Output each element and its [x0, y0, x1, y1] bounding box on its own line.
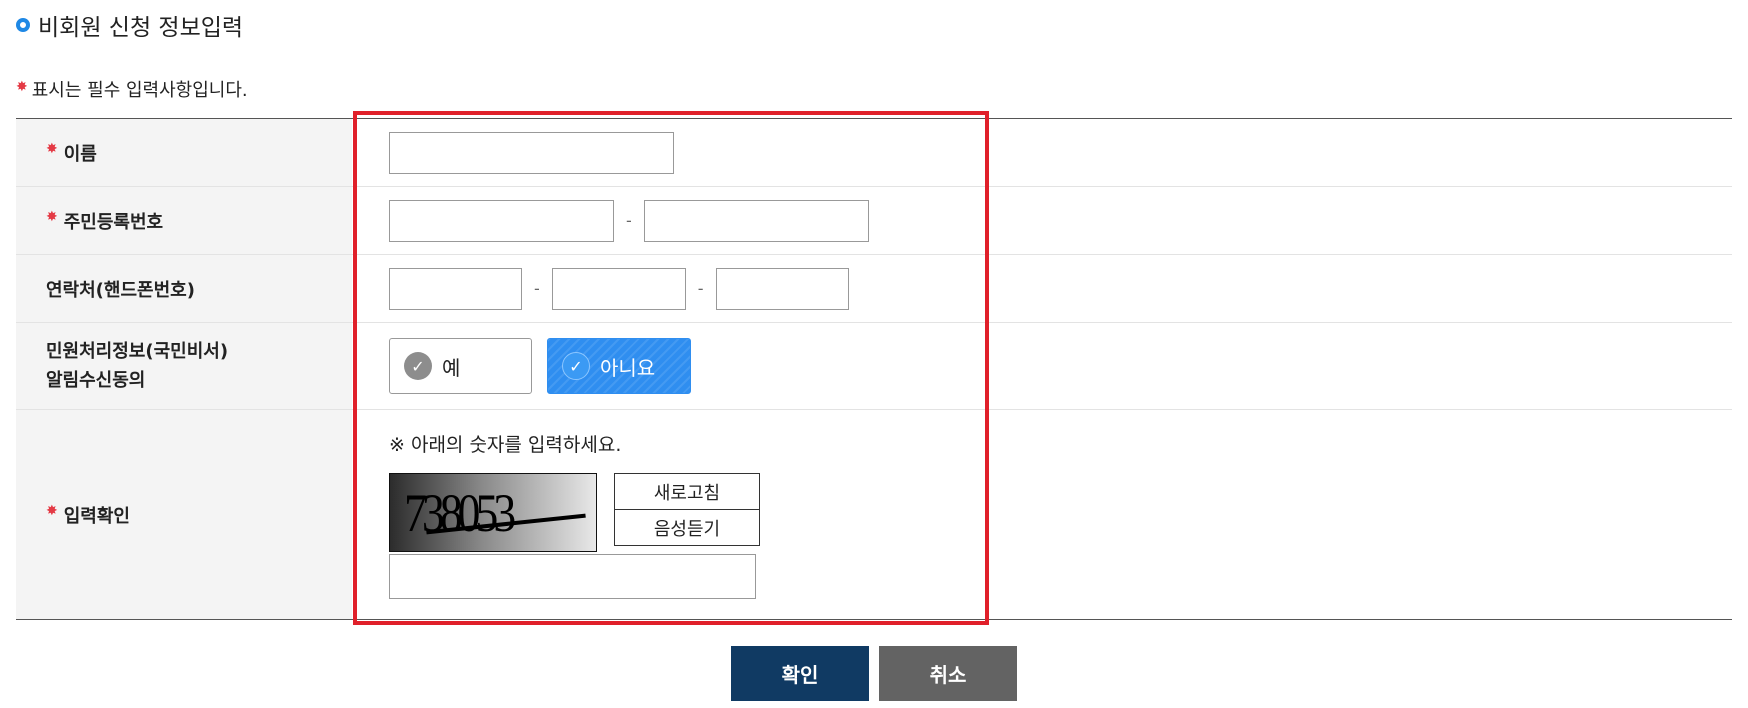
consent-yes-option[interactable]: ✓ 예	[389, 338, 532, 394]
required-note: ✸ 표시는 필수 입력사항입니다.	[16, 76, 248, 102]
captcha-image: 738053	[389, 473, 597, 552]
captcha-image-text: 738053	[404, 483, 516, 543]
application-form: ✸ 이름 ✸ 주민등록번호 - 연락처(핸드폰번호) - -	[16, 118, 1732, 620]
ring-bullet-icon	[16, 18, 30, 32]
phone-separator-2: -	[697, 279, 704, 298]
label-cell-rrn: ✸ 주민등록번호	[16, 187, 352, 254]
label-cell-name: ✸ 이름	[16, 119, 352, 186]
captcha-refresh-button[interactable]: 새로고침	[614, 473, 760, 510]
captcha-instruction: ※ 아래의 숫자를 입력하세요.	[389, 434, 622, 456]
section-title: 비회원 신청 정보입력	[38, 15, 244, 41]
form-row-consent: 민원처리정보(국민비서) 알림수신동의 ✓ 예 ✓ 아니요	[16, 323, 1732, 410]
consent-no-label: 아니요	[600, 355, 656, 380]
phone-part1-input[interactable]	[389, 267, 522, 310]
section-header: 비회원 신청 정보입력	[16, 8, 243, 42]
form-row-captcha: ✸ 입력확인 ※ 아래의 숫자를 입력하세요. 738053 새로고침 음성듣기	[16, 410, 1732, 619]
rrn-separator: -	[626, 211, 632, 230]
name-input[interactable]	[389, 131, 674, 174]
value-cell-captcha: ※ 아래의 숫자를 입력하세요. 738053 새로고침 음성듣기	[352, 410, 1732, 619]
consent-no-option[interactable]: ✓ 아니요	[547, 338, 691, 394]
value-cell-consent: ✓ 예 ✓ 아니요	[352, 323, 1732, 409]
captcha-input[interactable]	[389, 554, 756, 599]
rrn-back-input[interactable]	[643, 199, 869, 242]
required-star-icon: ✸	[16, 79, 28, 95]
required-star-icon: ✸	[46, 208, 58, 225]
phone-part2-input[interactable]	[551, 267, 686, 310]
form-row-name: ✸ 이름	[16, 119, 1732, 187]
label-cell-consent: 민원처리정보(국민비서) 알림수신동의	[16, 323, 352, 409]
phone-separator-1: -	[534, 279, 540, 298]
rrn-front-input[interactable]	[389, 199, 614, 242]
captcha-audio-button[interactable]: 음성듣기	[614, 510, 760, 546]
label-cell-phone: 연락처(핸드폰번호)	[16, 255, 352, 322]
required-star-icon: ✸	[46, 140, 58, 157]
consent-label-line2: 알림수신동의	[46, 370, 146, 391]
cancel-button[interactable]: 취소	[879, 646, 1017, 701]
form-row-phone: 연락처(핸드폰번호) - -	[16, 255, 1732, 323]
phone-label: 연락처(핸드폰번호)	[46, 279, 195, 301]
phone-part3-input[interactable]	[715, 267, 849, 310]
form-actions: 확인 취소	[0, 646, 1748, 701]
captcha-buttons: 새로고침 음성듣기	[614, 473, 760, 552]
check-circle-icon: ✓	[404, 352, 432, 380]
value-cell-name	[352, 119, 1732, 186]
consent-yes-label: 예	[442, 355, 461, 380]
value-cell-phone: - -	[352, 255, 1732, 322]
captcha-controls: 738053 새로고침 음성듣기	[389, 473, 760, 552]
rrn-label: 주민등록번호	[63, 211, 164, 233]
required-note-text: 표시는 필수 입력사항입니다.	[31, 80, 248, 101]
label-cell-captcha: ✸ 입력확인	[16, 410, 352, 619]
check-circle-icon: ✓	[562, 352, 590, 380]
form-row-rrn: ✸ 주민등록번호 -	[16, 187, 1732, 255]
confirm-button[interactable]: 확인	[731, 646, 869, 701]
required-star-icon: ✸	[46, 502, 58, 519]
captcha-label: 입력확인	[63, 505, 130, 527]
value-cell-rrn: -	[352, 187, 1732, 254]
name-label: 이름	[63, 143, 97, 165]
consent-label-line1: 민원처리정보(국민비서)	[46, 341, 229, 362]
